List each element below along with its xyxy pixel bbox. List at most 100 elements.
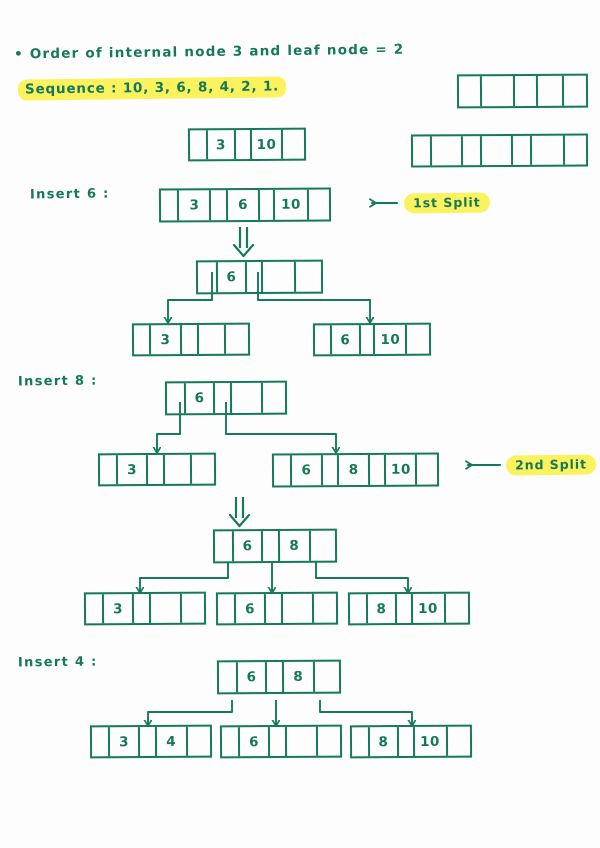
node-cell [217, 594, 236, 624]
node-cell: 3 [179, 190, 212, 221]
bullet-glyph: • [13, 46, 24, 63]
node-cell: 6 [185, 383, 216, 414]
insert4-label: Insert 4 : [17, 654, 98, 671]
node-cell [407, 325, 429, 354]
node-cell [235, 129, 252, 160]
node-cell [317, 727, 340, 756]
tree4-links [148, 700, 412, 725]
node-cell [270, 726, 287, 757]
node-cell: 3 [109, 727, 141, 757]
second-split-callout: 2nd Split [505, 453, 597, 476]
template-cell [513, 135, 533, 165]
node-cell: 6 [291, 455, 323, 486]
node-leaf-1b: 6 10 [312, 322, 432, 357]
node-cell: 4 [156, 726, 188, 756]
template-cell [463, 136, 483, 166]
node-leaf-2b-overflow: 6 8 10 [271, 452, 440, 488]
split-down-arrow-1 [232, 227, 255, 258]
sequence-label: Sequence : [24, 80, 118, 98]
node-leaf-4b: 6 [219, 724, 343, 759]
node-cell [181, 594, 204, 623]
node-cell: 8 [369, 727, 400, 757]
node-leaf-3b: 6 [215, 591, 339, 626]
node-cell [273, 455, 293, 486]
node-cell [187, 727, 210, 756]
node-root-4: 6 8 [216, 659, 342, 695]
node-cell [164, 454, 193, 484]
node-cell [399, 726, 415, 757]
node-root-2: 6 [164, 380, 288, 416]
node-cell [351, 727, 370, 757]
node-cell [91, 727, 110, 757]
node-cell [198, 324, 227, 354]
node-cell: 3 [151, 325, 182, 355]
node-cell [160, 190, 180, 221]
node-cell [147, 454, 166, 485]
order-note-line: • Order of internal node 3 and leaf node… [14, 42, 405, 63]
node-cell [322, 455, 340, 486]
split-down-arrow-2 [228, 497, 251, 528]
node-cell [262, 530, 280, 562]
node-cell: 6 [332, 325, 361, 355]
node-cell [133, 325, 152, 355]
node-cell [315, 662, 339, 692]
node-cell [313, 594, 336, 623]
node-cell [221, 727, 240, 757]
node-cell [218, 662, 239, 693]
node-cell [360, 324, 376, 355]
node-cell: 8 [367, 594, 398, 624]
node-cell [181, 324, 200, 355]
node-cell [150, 593, 182, 623]
node-cell [309, 189, 329, 219]
first-split-callout: 1st Split [403, 191, 490, 214]
node-cell: 10 [275, 189, 309, 220]
node-cell [85, 594, 104, 624]
node-cell: 10 [375, 324, 408, 354]
template-cell [412, 136, 433, 166]
node-cell [445, 594, 468, 623]
template-cell [565, 135, 586, 164]
node-cell [447, 727, 470, 756]
node-cell [262, 383, 285, 413]
node-cell: 6 [239, 727, 271, 757]
node-cell: 3 [118, 455, 148, 485]
node-cell: 6 [228, 189, 261, 221]
node-cell [226, 325, 248, 354]
sequence-values: 10, 3, 6, 8, 4, 2, 1. [122, 78, 280, 97]
node-root-1: 6 [195, 259, 324, 295]
insert8-label: Insert 8 : [17, 373, 98, 390]
template-cell [482, 135, 514, 166]
template-cell [431, 136, 464, 166]
node-root-3: 6 8 [212, 528, 338, 564]
node-cell: 8 [339, 454, 371, 486]
sequence-highlight: Sequence : 10, 3, 6, 8, 4, 2, 1. [17, 76, 287, 101]
node-cell [247, 261, 264, 293]
node-cell [197, 262, 218, 293]
template-cell [537, 75, 565, 106]
node-cell [370, 454, 387, 485]
node-cell [296, 262, 321, 292]
node-cell [349, 594, 368, 624]
template-cell [564, 76, 586, 106]
node-leaf-4a: 3 4 [89, 724, 213, 759]
node-cell [99, 455, 119, 485]
node-cell [215, 382, 232, 414]
sequence-line: Sequence : 10, 3, 6, 8, 4, 2, 1. [17, 76, 287, 101]
node-cell: 6 [235, 594, 267, 624]
tree3-links [140, 562, 408, 592]
template-cell [481, 76, 515, 107]
node-cell [266, 593, 283, 624]
node-initial: 3 10 [187, 127, 307, 162]
node-cell: 3 [103, 594, 135, 624]
node-cell [211, 190, 229, 221]
node-cell: 3 [208, 130, 236, 160]
template-cell [514, 75, 538, 107]
node-cell [311, 531, 335, 561]
node-leaf-2a: 3 [97, 452, 217, 487]
node-cell [192, 455, 214, 484]
internal-node-template [456, 73, 589, 109]
node-cell [263, 261, 297, 292]
node-cell: 6 [217, 262, 248, 293]
node-cell [166, 383, 186, 414]
node-cell: 6 [234, 531, 264, 562]
